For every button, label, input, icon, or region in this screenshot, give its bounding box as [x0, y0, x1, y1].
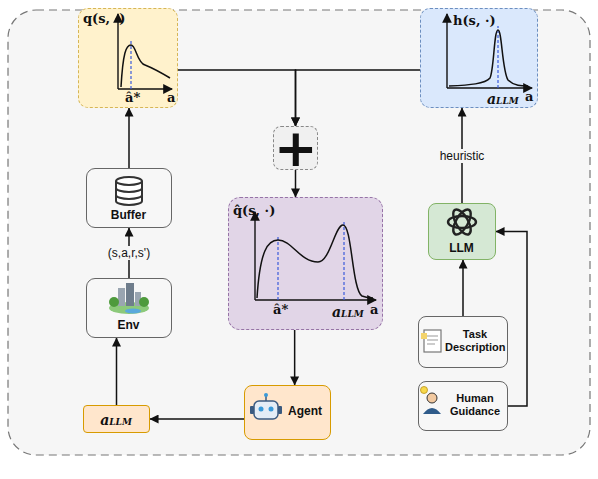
sum-operator: +	[273, 126, 318, 170]
robot-ear	[278, 406, 282, 414]
robot-head	[254, 401, 278, 419]
axis-tick-label: aLLM	[487, 91, 519, 107]
llm-logo-petal	[448, 216, 476, 228]
llm-box: LLM	[428, 203, 496, 260]
edge-label: (s,a,r,s')	[105, 246, 153, 260]
llm-logo	[448, 207, 476, 237]
env-tree	[139, 297, 149, 307]
input-box: Task Description	[418, 316, 508, 368]
edge-label: heuristic	[437, 149, 488, 163]
input-box: Human Guidance	[418, 381, 508, 431]
connector-arrow	[496, 232, 527, 407]
robot-eye	[259, 407, 264, 412]
env-building	[135, 292, 141, 306]
y-axis	[117, 14, 118, 89]
env-tree	[109, 297, 119, 307]
box-label: Agent	[283, 405, 327, 419]
connector-arrow	[128, 108, 130, 168]
agent-box: Agent	[244, 385, 331, 440]
robot-eye	[269, 407, 274, 412]
plot-panel: q̂(s, ·) â* aLLM a	[228, 197, 383, 330]
env-building	[118, 288, 125, 306]
q-curve	[121, 45, 170, 87]
argmax-marker	[343, 222, 344, 300]
x-axis	[255, 299, 376, 300]
connector-arrow	[462, 260, 464, 316]
box-label: Task Description	[445, 328, 505, 353]
y-axis	[446, 14, 447, 88]
plus-sign: +	[274, 127, 316, 169]
document-lines	[427, 336, 438, 344]
person-head	[427, 393, 437, 403]
function-label: q̂(s, ·)	[233, 204, 275, 219]
box-label: Env	[87, 319, 170, 333]
x-axis	[118, 88, 172, 89]
env-building	[126, 283, 134, 306]
connector-arrow	[116, 338, 118, 405]
plot-panel: q(s, ·) â* a	[78, 8, 178, 108]
database-icon	[116, 181, 142, 205]
q-hat-curve	[257, 225, 373, 298]
llm-logo-petal	[450, 207, 474, 237]
document-note	[421, 333, 427, 339]
axis-tick-label: â*	[125, 91, 140, 106]
env-water	[125, 309, 141, 314]
llm-logo-petal	[450, 207, 474, 237]
box-label: Buffer	[87, 209, 170, 223]
argmax-marker	[277, 236, 278, 300]
connector-arrow	[295, 170, 297, 197]
y-axis	[254, 212, 255, 300]
robot-antenna-tip	[264, 393, 268, 397]
environment-box: Env	[86, 278, 172, 338]
connector-arrow	[150, 418, 244, 420]
action-box: aLLM	[83, 405, 150, 433]
argmax-marker	[130, 41, 131, 89]
robot-antenna	[265, 396, 267, 401]
lightbulb	[421, 387, 428, 394]
person-body	[423, 408, 441, 414]
box-label: Human Guidance	[445, 392, 505, 417]
axis-tick-label: â*	[273, 303, 288, 318]
document-icon	[424, 330, 441, 352]
x-axis	[447, 87, 532, 88]
connector-arrow	[296, 70, 421, 126]
connector-arrow	[178, 70, 296, 126]
robot-ear	[250, 406, 254, 414]
action-label: aLLM	[84, 412, 148, 428]
argmax-marker	[497, 26, 498, 88]
axis-tick-label: aLLM	[332, 304, 364, 320]
axis-label: a	[370, 303, 378, 318]
axis-label: a	[167, 91, 175, 106]
function-label: h(s, ·)	[453, 14, 496, 29]
box-label: LLM	[429, 242, 494, 256]
database-icon-top	[116, 177, 142, 185]
buffer-box: Buffer	[86, 168, 172, 228]
h-curve	[449, 30, 528, 86]
connector-arrow	[294, 330, 296, 385]
plot-panel: h(s, ·) aLLM a	[420, 8, 538, 108]
axis-label: a	[525, 90, 533, 105]
database-icon-rings	[116, 188, 142, 199]
function-label: q(s, ·)	[83, 12, 125, 27]
env-ground	[109, 302, 149, 314]
